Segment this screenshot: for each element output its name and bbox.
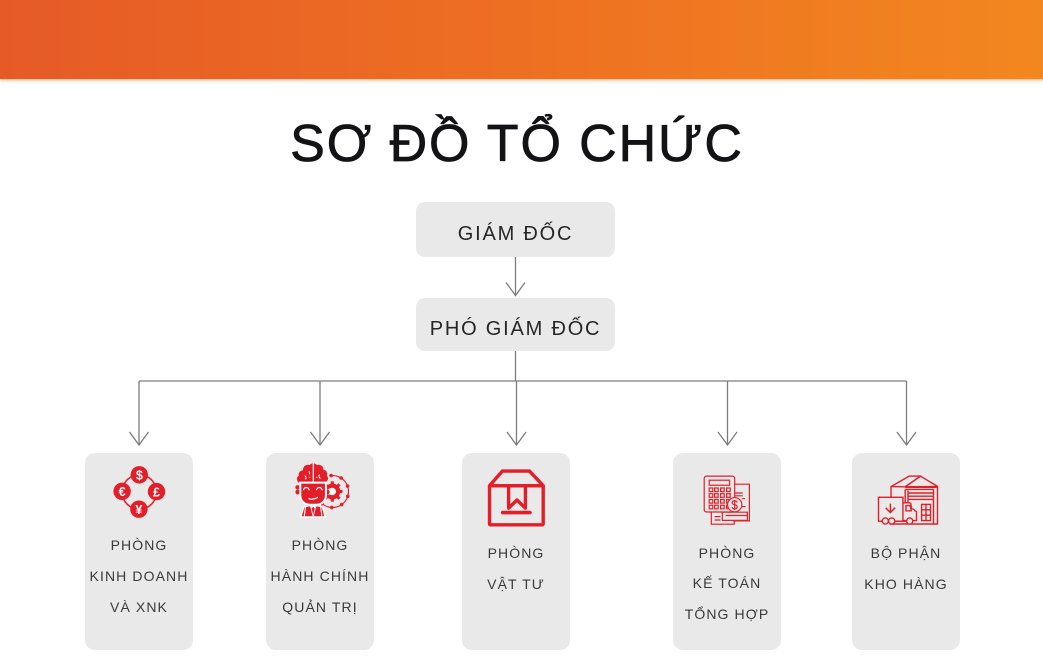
- svg-text:£: £: [153, 485, 160, 499]
- svg-text:€: €: [119, 485, 126, 499]
- svg-text:¥: ¥: [135, 503, 142, 517]
- svg-text:$: $: [136, 469, 143, 483]
